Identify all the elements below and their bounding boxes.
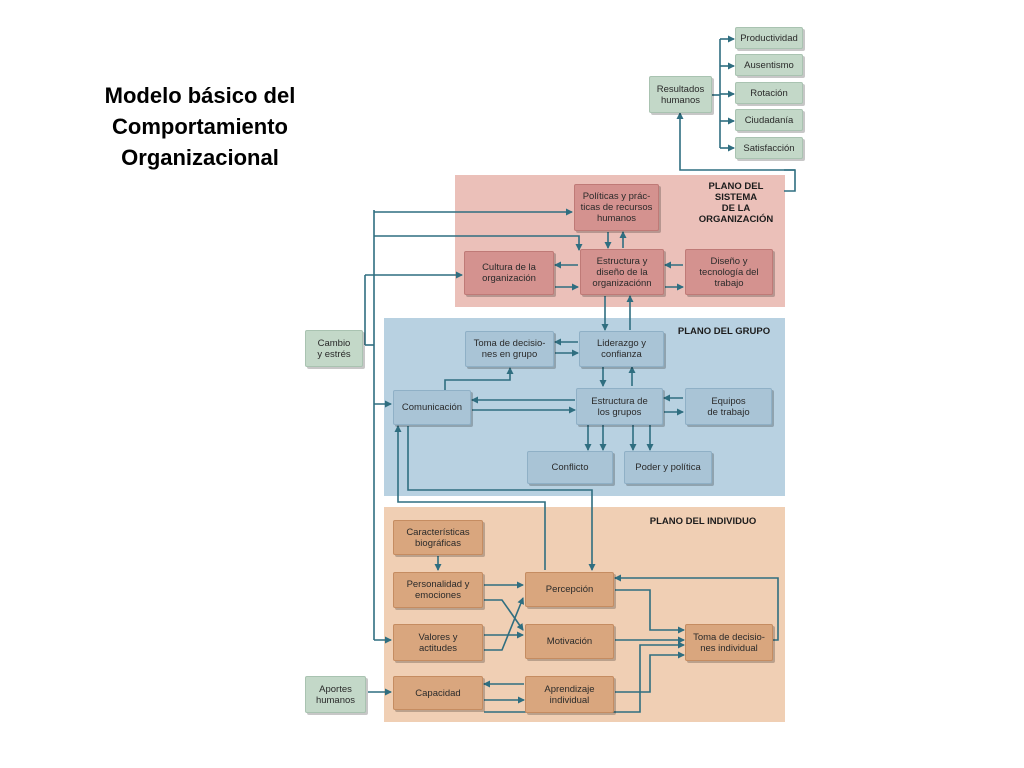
poder-politica-box: Poder y política <box>624 451 712 484</box>
diseno-line-3: trabajo <box>714 277 744 289</box>
toma-grupo-line-1: Toma de decisio- <box>473 338 546 349</box>
politicas-line-1: Políticas y prác- <box>582 191 651 202</box>
aportes-line-2: humanos <box>315 694 356 706</box>
estructura-grupos-box: Estructura de los grupos <box>576 388 663 425</box>
liderazgo-line-1: Liderazgo y <box>596 338 647 349</box>
diseno-tecnologia-trabajo-box: Diseño y tecnología del trabajo <box>685 249 773 295</box>
resultados-line-2: humanos <box>660 94 701 106</box>
cultura-line-1: Cultura de la <box>482 262 536 273</box>
aportes-humanos-box: Aportes humanos <box>305 676 366 713</box>
diseno-line-2: tecnología del <box>699 266 759 278</box>
arrow-valores-to-percepcion <box>484 597 524 651</box>
toma-grupo-line-2: nes en grupo <box>481 349 538 360</box>
toma-individual-line-2: nes individual <box>700 642 758 654</box>
estructura-org-line-2: diseño de la <box>596 266 648 278</box>
arrow-percepcion-to-toma-individual <box>615 589 685 634</box>
arrow-toma-individual-to-percepcion <box>614 574 779 641</box>
cambio-line-2: y estrés <box>317 348 351 360</box>
caracteristicas-line-1: Características <box>406 526 470 538</box>
politicas-line-3: humanos <box>596 213 637 224</box>
group-panel-label: PLANO DEL GRUPO <box>677 326 771 337</box>
resultados-humanos-box: Resultados humanos <box>649 76 712 113</box>
caracteristicas-biograficas-box: Características biográficas <box>393 520 483 555</box>
politicas-line-2: ticas de recursos <box>580 202 653 213</box>
outcome-rotacion: Rotación <box>735 82 803 104</box>
cultura-organizacion-box: Cultura de la organización <box>464 251 554 295</box>
cambio-estres-box: Cambio y estrés <box>305 330 363 367</box>
aprendizaje-line-1: Aprendizaje <box>544 683 595 695</box>
estructura-org-line-1: Estructura y <box>596 255 648 267</box>
arrow-feedback-outcomes <box>784 169 796 192</box>
personalidad-line-1: Personalidad y <box>406 579 470 590</box>
conflicto-box: Conflicto <box>527 451 613 484</box>
arrow-comunicacion-to-percepcion <box>407 426 596 571</box>
title-line-1: Modelo básico del <box>104 83 296 108</box>
valores-line-1: Valores y <box>418 631 458 643</box>
arrow-aprendizaje-to-toma-individual <box>615 651 685 693</box>
arrow-personalidad-to-motivacion <box>484 599 524 631</box>
cultura-line-2: organización <box>482 273 536 284</box>
toma-decisiones-grupo-box: Toma de decisio- nes en grupo <box>465 331 554 367</box>
toma-individual-line-1: Toma de decisio- <box>693 631 765 643</box>
caracteristicas-line-2: biográficas <box>415 537 461 549</box>
percepcion-box: Percepción <box>525 572 614 607</box>
title-line-3: Organizacional <box>121 145 279 170</box>
politicas-rh-box: Políticas y prác- ticas de recursos huma… <box>574 184 659 231</box>
estructura-grupos-line-1: Estructura de <box>591 395 648 407</box>
liderazgo-line-2: confianza <box>601 349 642 360</box>
individual-panel-label: PLANO DEL INDIVIDUO <box>649 516 757 527</box>
outcome-ausentismo: Ausentismo <box>735 54 803 76</box>
comunicacion-box: Comunicación <box>393 390 471 425</box>
organization-label-line-2: SISTEMA <box>714 192 758 203</box>
capacidad-box: Capacidad <box>393 676 483 710</box>
aportes-line-1: Aportes <box>319 683 352 695</box>
valores-actitudes-box: Valores y actitudes <box>393 624 483 661</box>
valores-line-2: actitudes <box>418 642 458 654</box>
personalidad-emociones-box: Personalidad y emociones <box>393 572 483 608</box>
outcome-ciudadania: Ciudadanía <box>735 109 803 131</box>
estructura-grupos-line-2: los grupos <box>597 406 642 418</box>
equipos-line-1: Equipos <box>711 395 746 407</box>
organization-label-line-4: ORGANIZACIÓN <box>698 214 774 225</box>
arrow-percepcion-to-comunicacion <box>394 425 546 570</box>
cambio-line-1: Cambio <box>317 337 351 349</box>
outcome-satisfaccion: Satisfacción <box>735 137 803 159</box>
aprendizaje-line-2: individual <box>549 694 590 706</box>
arrow-to-estructura-org <box>374 235 583 251</box>
arrow-feedback-to-resultados <box>676 112 795 171</box>
personalidad-line-2: emociones <box>415 590 461 601</box>
resultados-line-1: Resultados <box>656 83 705 95</box>
equipos-line-2: de trabajo <box>707 406 750 418</box>
organization-panel-label: PLANO DEL SISTEMA DE LA ORGANIZACIÓN <box>686 181 786 225</box>
organization-label-line-3: DE LA <box>721 203 751 214</box>
equipos-trabajo-box: Equipos de trabajo <box>685 388 772 425</box>
motivacion-box: Motivación <box>525 624 614 659</box>
diagram-title: Modelo básico del Comportamiento Organiz… <box>40 80 360 173</box>
organization-label-line-1: PLANO DEL <box>708 181 764 192</box>
title-line-2: Comportamiento <box>112 114 288 139</box>
outcome-productividad: Productividad <box>735 27 803 49</box>
arrow-comunicacion-to-toma-grupo <box>444 367 514 390</box>
toma-decisiones-individual-box: Toma de decisio- nes individual <box>685 624 773 661</box>
aprendizaje-individual-box: Aprendizaje individual <box>525 676 614 713</box>
liderazgo-confianza-box: Liderazgo y confianza <box>579 331 664 367</box>
estructura-diseno-organizacion-box: Estructura y diseño de la organizaciónn <box>580 249 664 295</box>
estructura-org-line-3: organizaciónn <box>592 277 652 289</box>
diseno-line-1: Diseño y <box>710 255 748 267</box>
